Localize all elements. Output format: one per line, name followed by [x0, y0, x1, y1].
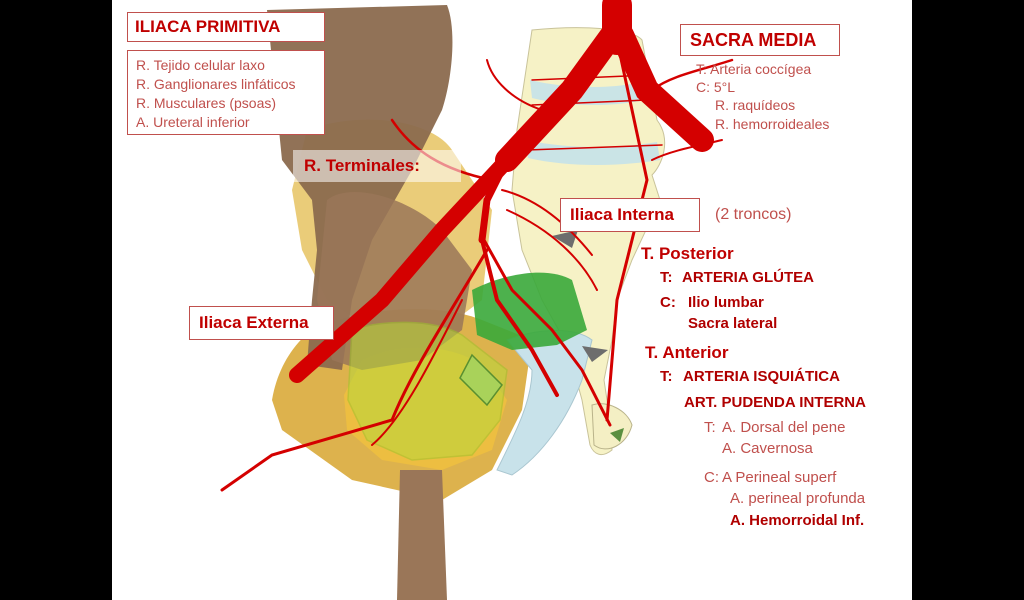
sacra-media-terminal: T: Arteria coccígea: [696, 61, 812, 77]
tronco-anterior-heading: T. Anterior: [645, 343, 729, 362]
sacra-media-title-box: [680, 24, 840, 56]
tronco-posterior-terminal-prefix: T:: [660, 269, 673, 286]
vertebral-branches: [526, 74, 663, 151]
sacra-media-title: SACRA MEDIA: [690, 30, 817, 50]
sacral-lateral-1: [501, 189, 593, 256]
iliaca-primitiva-list-box: [127, 50, 325, 135]
common-iliac-left: [495, 23, 624, 172]
pudenda-collateral: A. perineal profunda: [730, 490, 866, 507]
external-iliac: [289, 147, 520, 383]
lower-limb-muscle: [397, 470, 447, 600]
pudenda-terminal: A. Dorsal del pene: [722, 419, 846, 436]
arteries: [220, 0, 734, 492]
tronco-anterior-terminal: ART. PUDENDA INTERNA: [684, 394, 866, 411]
iliaca-interna-title: Iliaca Interna: [570, 205, 674, 224]
tronco-posterior-heading: T. Posterior: [641, 244, 734, 263]
lumbar-branch-2: [651, 139, 723, 161]
slide: ILIACA PRIMITIVA R. Tejido celular laxo …: [112, 0, 912, 600]
iliaca-primitiva-item: A. Ureteral inferior: [136, 114, 250, 130]
sacra-media-branch: R. raquídeos: [715, 97, 796, 113]
tronco-posterior-collateral: Ilio lumbar: [688, 294, 764, 311]
pudenda-collateral: A. Hemorroidal Inf.: [730, 512, 865, 529]
iliaca-primitiva-item: R. Ganglionares linfáticos: [136, 76, 296, 92]
iliaca-primitiva-item: R. Tejido celular laxo: [136, 57, 265, 73]
pudenda-terminal-prefix: T:: [704, 419, 716, 436]
iliaca-primitiva-title: ILIACA PRIMITIVA: [135, 17, 281, 36]
tronco-anterior-terminal-prefix: T:: [660, 368, 673, 385]
terminales-label: R. Terminales:: [304, 156, 420, 175]
piriformis-muscle: [472, 272, 587, 350]
tronco-anterior-terminal: ARTERIA ISQUIÁTICA: [683, 368, 840, 385]
common-iliac-right: [610, 23, 714, 152]
sacra-media-collateral: C: 5°L: [696, 79, 736, 95]
median-sacral: [605, 38, 649, 422]
grey-marker-3: [610, 428, 624, 442]
iliolumbar-branch-2: [486, 59, 543, 111]
pudenda-terminal: A. Cavernosa: [722, 440, 813, 457]
lumbar-branch: [650, 58, 734, 92]
sacra-media-branch: R. hemorroideales: [715, 116, 830, 132]
tronco-posterior-collateral-prefix: C:: [660, 294, 676, 311]
iliaca-interna-box: [560, 198, 700, 232]
grey-marker-1: [552, 230, 578, 248]
iliaca-primitiva-item: R. Musculares (psoas): [136, 95, 277, 111]
sacral-lateral-2: [506, 209, 598, 291]
iliaca-interna-note: (2 troncos): [715, 206, 792, 223]
iliaca-primitiva-title-box: [127, 12, 325, 42]
obturator-artery-2: [371, 299, 463, 446]
pudenda-collateral: A Perineal superf: [722, 469, 837, 486]
internal-iliac: [478, 156, 511, 244]
tronco-posterior-collateral: Sacra lateral: [688, 315, 778, 332]
pudenda-collateral-prefix: C:: [704, 469, 719, 486]
iliac-external-tube: [459, 353, 503, 407]
terminales-backdrop: [293, 150, 461, 182]
iliaca-externa-box: [189, 306, 334, 340]
coccyx: [591, 403, 633, 450]
iliaca-externa-title: Iliaca Externa: [199, 313, 309, 332]
grey-marker-2: [582, 346, 608, 362]
tronco-posterior-terminal: ARTERIA GLÚTEA: [682, 269, 814, 286]
obturator-membrane: [347, 321, 508, 461]
gluteal-artery: [480, 238, 559, 397]
pudendal-artery: [482, 238, 612, 427]
obturator-artery: [220, 248, 489, 492]
